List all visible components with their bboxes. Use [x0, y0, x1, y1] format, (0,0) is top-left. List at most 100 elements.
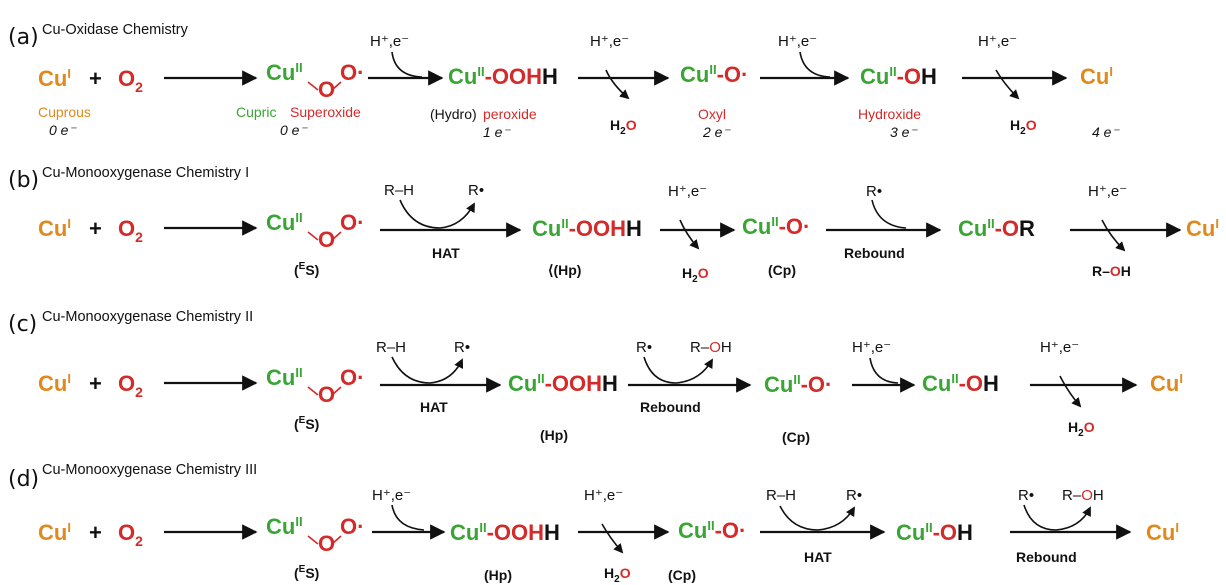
- svg-text:CuII: CuII: [266, 210, 303, 235]
- curve-b5: [1101, 219, 1126, 252]
- roh-b5: R–OH: [1092, 263, 1131, 279]
- cp-tag-d: (Cp): [668, 567, 696, 583]
- cuII-oxyl-c: CuII-O·: [764, 372, 832, 397]
- cuI-product-d: CuI: [1146, 520, 1179, 545]
- cuI-product-b: CuI: [1186, 216, 1219, 241]
- svg-text:CuII: CuII: [266, 365, 303, 390]
- rh-c: R–H: [376, 339, 406, 356]
- plus-d: +: [89, 520, 102, 545]
- svg-text:O·: O·: [340, 210, 364, 235]
- svg-text:CuI: CuI: [1080, 64, 1113, 89]
- h2o-c5: H2O: [1068, 419, 1095, 439]
- curve-c4: [869, 357, 899, 384]
- svg-text:O·: O·: [340, 60, 364, 85]
- curve-a2: [391, 51, 423, 78]
- panel-c-letter: (c): [8, 312, 37, 337]
- rdot-c3: R•: [636, 339, 652, 356]
- svg-text:CuI: CuI: [38, 66, 71, 91]
- svg-text:CuII-O·: CuII-O·: [680, 62, 748, 87]
- es-tag-c: (ES): [294, 415, 319, 432]
- curve-b2: [399, 199, 475, 229]
- label-oxyl: Oxyl: [698, 106, 726, 122]
- hpe-a3: H⁺,e⁻: [590, 33, 629, 50]
- rh-d: R–H: [766, 487, 796, 504]
- cp-tag-c: (Cp): [782, 429, 810, 445]
- svg-text:CuII-OOHH: CuII-OOHH: [448, 64, 558, 89]
- svg-text:CuII-OH: CuII-OH: [860, 64, 937, 89]
- curve-d3: [601, 523, 624, 554]
- panel-c-title: Cu-Monooxygenase Chemistry II: [42, 309, 253, 325]
- hp-tag-b: ⟨(Hp): [548, 262, 581, 278]
- label-cuprous: Cuprous: [38, 104, 91, 120]
- o2-c: O2: [118, 371, 143, 400]
- cuII-oh-d: CuII-OH: [896, 520, 973, 545]
- o2-a: O2: [118, 66, 143, 95]
- panel-a-title: Cu-Oxidase Chemistry: [42, 22, 189, 38]
- roh-d5: R–OH: [1062, 487, 1104, 504]
- o2-b: O2: [118, 216, 143, 245]
- plus-b: +: [89, 216, 102, 241]
- curve-c3: [643, 356, 713, 384]
- cupric-superoxide-d: CuII O O·: [266, 514, 364, 556]
- rebound-c: Rebound: [640, 399, 701, 415]
- label-cupric: Cupric: [236, 104, 276, 120]
- rh-b: R–H: [384, 182, 414, 199]
- h2o-b3: H2O: [682, 265, 709, 285]
- cupric-superoxide-c: CuII O O·: [266, 365, 364, 407]
- hpe-c5: H⁺,e⁻: [1040, 339, 1079, 356]
- hpe-d3: H⁺,e⁻: [584, 487, 623, 504]
- h2o-d3: H2O: [604, 565, 631, 585]
- cuII-ooh-b: CuII-OOHH: [532, 216, 642, 241]
- panel-c: (c) Cu-Monooxygenase Chemistry II CuI + …: [8, 309, 1183, 445]
- plus-a: +: [89, 66, 102, 91]
- rdot-b: R•: [468, 182, 484, 199]
- es-tag-b: (ES): [294, 261, 319, 278]
- panel-d: (d) Cu-Monooxygenase Chemistry III CuI +…: [8, 462, 1179, 585]
- rdot-c: R•: [454, 339, 470, 356]
- label-e1: 1 e⁻: [483, 124, 511, 140]
- panel-a-letter: (a): [8, 25, 39, 50]
- cuII-ooh-d: CuII-OOHH: [450, 520, 560, 545]
- label-superoxide: Superoxide: [290, 104, 361, 120]
- cuII-oxyl-a: CuII-O·: [680, 62, 748, 87]
- panel-a: (a) Cu-Oxidase Chemistry CuI + O2 CuII O…: [8, 22, 1120, 140]
- h2o-a3: H2O: [610, 117, 637, 137]
- svg-text:O: O: [318, 227, 335, 252]
- cuII-oxyl-b: CuII-O·: [742, 214, 810, 239]
- label-e0a: 0 e⁻: [49, 122, 77, 138]
- cuI-b: CuI: [38, 216, 71, 241]
- label-e2: 2 e⁻: [702, 124, 731, 140]
- cupric-superoxide-a: CuII O O·: [266, 60, 364, 102]
- hat-b: HAT: [432, 245, 460, 261]
- curve-d5: [1023, 504, 1091, 531]
- cuII-or-b: CuII-OR: [958, 216, 1035, 241]
- curve-c2: [391, 356, 464, 384]
- hp-tag-d: (Hp): [484, 567, 512, 583]
- label-peroxide: peroxide: [483, 106, 537, 122]
- hat-d: HAT: [804, 549, 832, 565]
- cuII-ooh-c: CuII-OOHH: [508, 371, 618, 396]
- svg-text:O·: O·: [340, 365, 364, 390]
- svg-text:O: O: [318, 77, 335, 102]
- hpe-a2: H⁺,e⁻: [370, 33, 409, 50]
- cuI-d: CuI: [38, 520, 71, 545]
- hpe-b5: H⁺,e⁻: [1088, 183, 1127, 200]
- cuI-c: CuI: [38, 371, 71, 396]
- curve-a3: [605, 69, 630, 100]
- curve-a4: [799, 51, 831, 78]
- cp-tag-b: (Cp): [768, 262, 796, 278]
- cupric-superoxide-b: CuII O O·: [266, 210, 364, 252]
- cuII-oxyl-d: CuII-O·: [678, 518, 746, 543]
- cuII-oh-c: CuII-OH: [922, 371, 999, 396]
- cuI-a: CuI: [38, 66, 71, 91]
- cuII-ooh-a: CuII-OOHH: [448, 64, 558, 89]
- rdot-d5: R•: [1018, 487, 1034, 504]
- svg-text:CuII: CuII: [266, 514, 303, 539]
- hpe-a4: H⁺,e⁻: [778, 33, 817, 50]
- svg-text:O: O: [318, 531, 335, 556]
- roh-c3: R–OH: [690, 339, 732, 356]
- hpe-a5: H⁺,e⁻: [978, 33, 1017, 50]
- panel-b-title: Cu-Monooxygenase Chemistry I: [42, 165, 249, 181]
- rebound-d: Rebound: [1016, 549, 1077, 565]
